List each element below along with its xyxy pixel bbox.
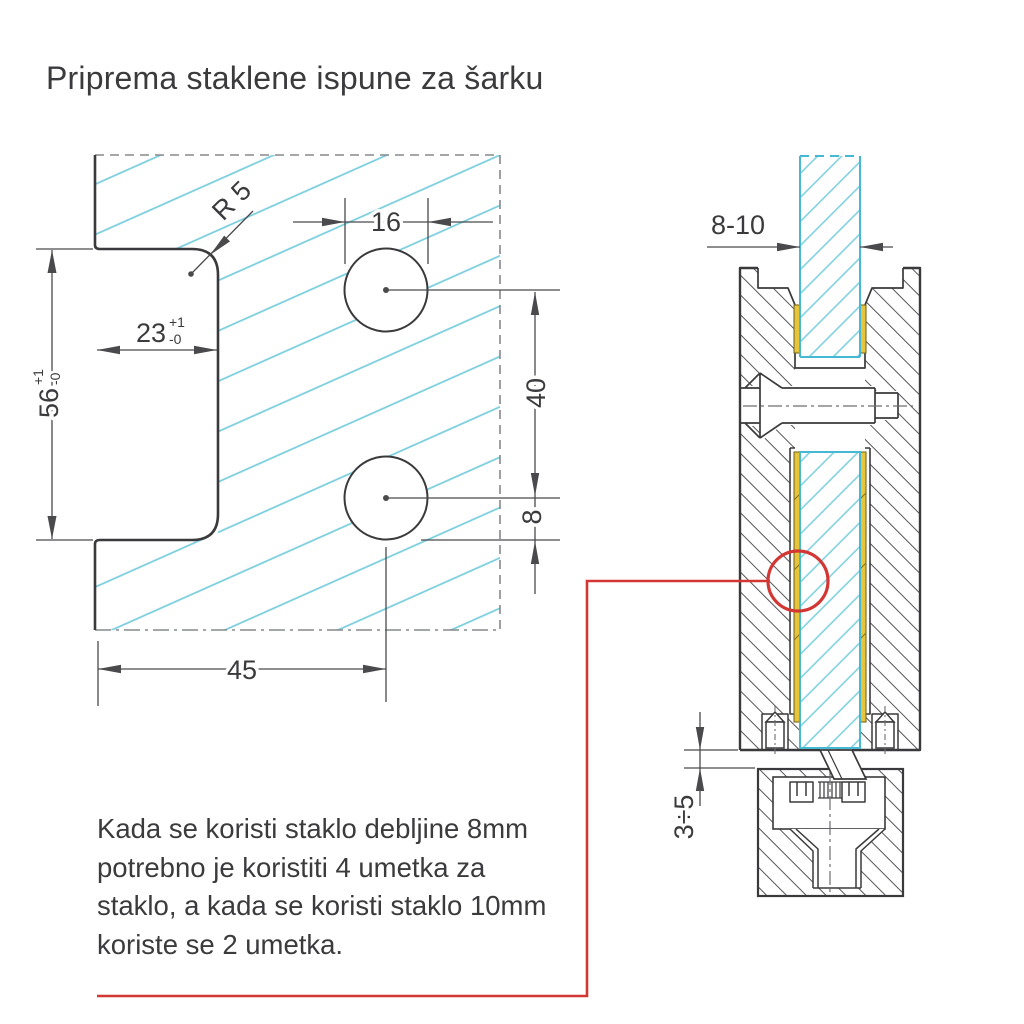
svg-text:23: 23 [136, 318, 166, 348]
radius-center-dot [188, 271, 194, 277]
note-line: koriste se 2 umetka. [97, 928, 344, 960]
svg-text:8: 8 [517, 509, 547, 524]
dim-hole-edge-offset: 8 [514, 506, 551, 528]
svg-text:3÷5: 3÷5 [669, 795, 699, 840]
pivot-pocket [772, 776, 886, 830]
mounting-notch [93, 249, 218, 540]
hole-center-dot-lower [383, 495, 389, 501]
dim-notch-height: 56 +1 -0 [28, 366, 68, 421]
pivot-spindle [789, 828, 886, 889]
svg-text:-0: -0 [169, 331, 182, 347]
section-view: 8-10 3÷5 [97, 155, 922, 998]
svg-text:40: 40 [521, 378, 551, 408]
svg-text:+1: +1 [169, 314, 185, 330]
svg-text:-0: -0 [47, 372, 63, 385]
plan-view: 16 23 +1 -0 56 +1 -0 40 8 45 R 5 [28, 154, 560, 706]
dim-notch-depth: 23 +1 -0 [132, 312, 187, 352]
hole-center-dot-upper [383, 287, 389, 293]
page-title: Priprema staklene ispune za šarku [46, 60, 544, 96]
dim-floor-gap: 3÷5 [666, 791, 703, 843]
note-line: potrebno je koristiti 4 umetka za [97, 851, 486, 883]
svg-text:56: 56 [34, 388, 64, 418]
section-dimensions [684, 242, 893, 806]
detail-leader-line [97, 579, 770, 998]
hinge-body-outline [738, 266, 922, 752]
spring-pin-right [874, 706, 896, 754]
gasket-segment-joints [793, 492, 867, 641]
clamp-screw [740, 372, 913, 439]
dim-hole-spacing: 40 [518, 374, 555, 411]
glass-pane-upper [799, 155, 861, 358]
svg-text:+1: +1 [30, 369, 46, 385]
glass-edge-outline [93, 155, 220, 630]
note-line: Kada se koristi staklo debljine 8mm [97, 813, 529, 844]
pivot-clamp-jaws [789, 781, 866, 803]
glass-slot-profile [757, 268, 904, 369]
lower-pocket-profile [789, 447, 871, 715]
dim-notch-width: 45 [227, 655, 257, 685]
pivot-tongue [818, 749, 868, 780]
plan-dimensions [36, 198, 560, 706]
note-line: staklo, a kada se koristi staklo 10mm [97, 890, 547, 921]
insert-usage-note: Kada se koristi staklo debljine 8mm potr… [97, 810, 546, 964]
spring-pin-left [764, 706, 786, 754]
dim-glass-thickness: 8-10 [711, 210, 765, 240]
dim-hole-diameter: 16 [371, 207, 401, 237]
glass-pane-lower [799, 451, 861, 749]
floor-pivot-block [756, 767, 905, 898]
